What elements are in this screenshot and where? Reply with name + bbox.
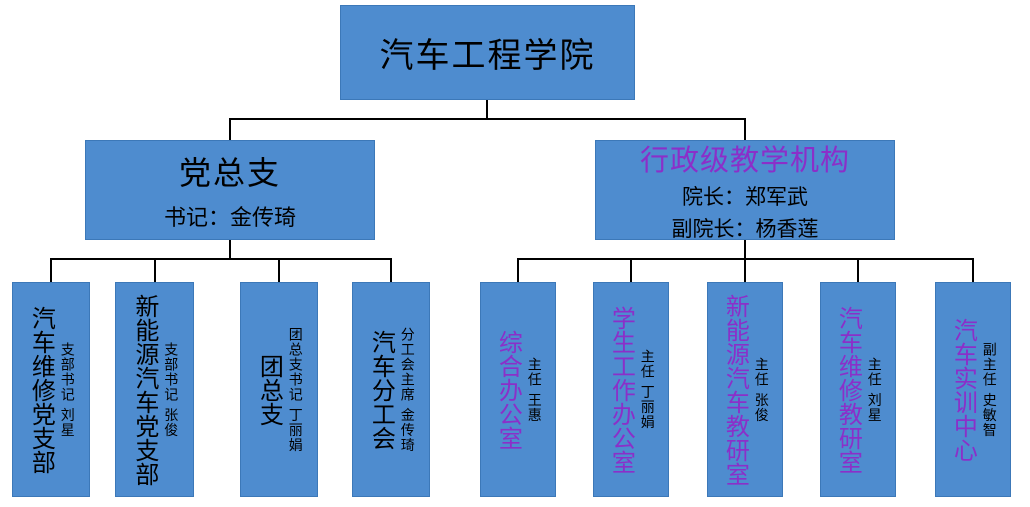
party-child-box-2: 新能源汽车党支部 支部书记 张俊 — [115, 282, 194, 497]
connector-left-child2-stub — [154, 258, 156, 282]
admin-branch-box: 行政级教学机构 院长：郑军武 副院长：杨香莲 — [595, 140, 895, 241]
admin-child-role: 副主任 史敏智 — [980, 341, 997, 438]
connector-right-branch-stub — [744, 118, 746, 142]
admin-child-title: 综合办公室 — [494, 329, 523, 450]
admin-child-box-3: 新能源汽车教研室 主任 张俊 — [707, 282, 783, 497]
party-child-title: 新能源汽车党支部 — [130, 293, 159, 486]
connector-left-child4-stub — [390, 258, 392, 282]
connector-left-child3-stub — [278, 258, 280, 282]
party-branch-box: 党总支 书记：金传琦 — [85, 140, 375, 240]
party-branch-secretary: 书记：金传琦 — [163, 206, 296, 231]
admin-child-role: 主任 丁丽娟 — [638, 349, 655, 430]
party-child-title: 汽车维修党支部 — [27, 305, 56, 474]
connector-root-stub — [486, 100, 488, 119]
connector-right-child5-stub — [972, 258, 974, 282]
connector-left-child1-stub — [50, 258, 52, 282]
connector-right-child2-stub — [630, 258, 632, 282]
root-title: 汽车工程学院 — [379, 36, 596, 76]
admin-child-role: 主任 刘星 — [865, 356, 882, 423]
connector-right-child1-stub — [517, 258, 519, 282]
connector-right-down-stub — [744, 240, 746, 260]
admin-branch-title: 行政级教学机构 — [639, 143, 850, 177]
admin-child-box-5: 汽车实训中心 副主任 史敏智 — [935, 282, 1011, 497]
party-child-box-1: 汽车维修党支部 支部书记 刘星 — [12, 282, 90, 497]
party-child-box-4: 汽车分工会 分工会主席 金传琦 — [352, 282, 430, 497]
party-child-role: 支部书记 刘星 — [58, 341, 75, 438]
admin-child-title: 汽车实训中心 — [949, 317, 978, 462]
admin-child-title: 学生工作办公室 — [607, 305, 636, 474]
party-branch-title: 党总支 — [178, 154, 281, 192]
party-child-title: 团总支 — [255, 353, 284, 426]
party-child-title: 汽车分工会 — [367, 329, 396, 450]
admin-child-box-1: 综合办公室 主任 王惠 — [480, 282, 556, 497]
connector-left-horizontal — [50, 258, 392, 260]
admin-child-role: 主任 张俊 — [752, 356, 769, 423]
connector-right-child4-stub — [857, 258, 859, 282]
connector-right-child3-stub — [744, 258, 746, 282]
admin-child-title: 汽车维修教研室 — [834, 305, 863, 474]
root-box: 汽车工程学院 — [340, 5, 635, 100]
admin-branch-dean: 院长：郑军武 — [682, 185, 808, 209]
connector-top-horizontal — [229, 118, 746, 120]
admin-child-box-4: 汽车维修教研室 主任 刘星 — [820, 282, 896, 497]
connector-left-branch-stub — [229, 118, 231, 142]
party-child-role: 团总支书记 丁丽娟 — [286, 326, 303, 453]
admin-child-box-2: 学生工作办公室 主任 丁丽娟 — [593, 282, 669, 497]
party-child-role: 分工会主席 金传琦 — [398, 326, 415, 453]
admin-branch-vice-dean: 副院长：杨香莲 — [671, 217, 819, 241]
connector-left-down-stub — [229, 240, 231, 260]
admin-child-title: 新能源汽车教研室 — [721, 293, 750, 486]
party-child-box-3: 团总支 团总支书记 丁丽娟 — [240, 282, 318, 497]
admin-child-role: 主任 王惠 — [525, 356, 542, 423]
party-child-role: 支部书记 张俊 — [162, 341, 179, 438]
